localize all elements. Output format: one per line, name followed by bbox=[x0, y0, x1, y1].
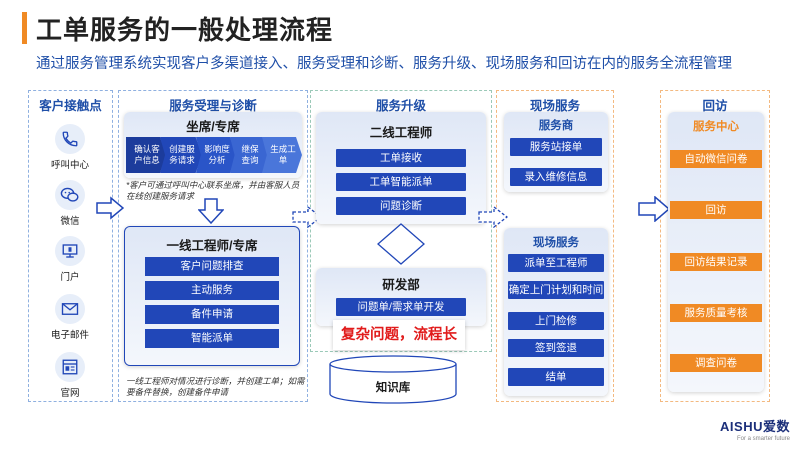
second-line-item: 工单智能派单 bbox=[336, 173, 466, 191]
title-accent-bar bbox=[22, 12, 27, 44]
step-chevron: 确认客户信息 bbox=[126, 137, 166, 173]
first-line-panel: 一线工程师/专席 客户问题排查 主动服务 备件申请 智能派单 bbox=[124, 226, 300, 366]
provider-panel: 服务商 服务站接单 录入维修信息 bbox=[504, 112, 608, 192]
field-service-item: 确定上门计划和时间 bbox=[508, 281, 604, 299]
service-center-title: 服务中心 bbox=[693, 121, 739, 133]
step-chevron: 影响度分析 bbox=[196, 137, 236, 173]
field-service-item: 派单至工程师 bbox=[508, 254, 604, 272]
warning-text: 复杂问题，流程长 bbox=[341, 327, 457, 343]
second-line-item: 问题诊断 bbox=[336, 197, 466, 215]
first-line-note: 一线工程师对情况进行诊断，并创建工单；如需要备件替换，创建备件申请 bbox=[126, 376, 305, 397]
contact-label: 呼叫中心 bbox=[50, 160, 89, 171]
provider-item: 服务站接单 bbox=[510, 138, 602, 156]
brand-logo: AISHU爱数 For a smarter future bbox=[700, 416, 790, 442]
onsite-heading: 现场服务 bbox=[529, 99, 580, 113]
seat-note: *客户可通过呼叫中心联系坐席，并由客服人员在线创建服务请求 bbox=[126, 180, 300, 201]
step-chevron: 继保查询 bbox=[230, 137, 268, 173]
rnd-title: 研发部 bbox=[382, 278, 420, 292]
seat-panel-title: 坐席/专席 bbox=[186, 120, 240, 134]
seat-panel: 坐席/专席 确认客户信息 创建服务请求 影响度分析 继保查询 生成工单 bbox=[124, 112, 302, 178]
brand-logo-text: AISHU爱数 bbox=[720, 419, 790, 434]
followup-item: 调查问卷 bbox=[670, 354, 762, 372]
dashed-arrow-right-icon bbox=[478, 206, 508, 228]
provider-item: 录入维修信息 bbox=[510, 168, 602, 186]
page-title: 工单服务的一般处理流程 bbox=[36, 15, 334, 45]
second-line-panel: 二线工程师 工单接收 工单智能派单 问题诊断 bbox=[316, 112, 486, 224]
rnd-item: 问题单/需求单开发 bbox=[336, 298, 466, 316]
contact-call-center: 呼叫中心 bbox=[40, 124, 100, 171]
warning-box: 复杂问题，流程长 bbox=[333, 320, 465, 350]
first-line-item: 智能派单 bbox=[145, 329, 279, 348]
field-service-panel: 现场服务 派单至工程师 确定上门计划和时间 上门检修 签到签退 结单 bbox=[504, 228, 608, 396]
acceptance-column-frame bbox=[118, 90, 308, 402]
contact-label: 电子邮件 bbox=[50, 330, 89, 341]
first-line-item: 主动服务 bbox=[145, 281, 279, 300]
rnd-panel: 研发部 问题单/需求单开发 bbox=[316, 268, 486, 326]
seat-steps: 确认客户信息 创建服务请求 影响度分析 继保查询 生成工单 bbox=[126, 137, 302, 173]
first-line-title: 一线工程师/专席 bbox=[166, 239, 258, 253]
website-icon bbox=[55, 352, 85, 382]
acceptance-heading: 服务受理与诊断 bbox=[169, 99, 257, 113]
field-service-title: 现场服务 bbox=[533, 237, 579, 249]
first-line-item: 备件申请 bbox=[145, 305, 279, 324]
followup-heading: 回访 bbox=[702, 99, 728, 113]
contact-label: 门户 bbox=[60, 272, 80, 283]
upgrade-heading: 服务升级 bbox=[375, 99, 426, 113]
portal-icon bbox=[55, 236, 85, 266]
phone-icon bbox=[55, 124, 85, 154]
customer-column-frame bbox=[28, 90, 113, 402]
decision-diamond bbox=[377, 223, 425, 265]
brand-tagline: For a smarter future bbox=[736, 436, 790, 442]
wechat-icon bbox=[55, 180, 85, 210]
followup-item: 回访 bbox=[670, 201, 762, 219]
first-line-item: 客户问题排查 bbox=[145, 257, 279, 276]
second-line-item: 工单接收 bbox=[336, 149, 466, 167]
contact-label: 微信 bbox=[60, 216, 80, 227]
step-chevron: 生成工单 bbox=[262, 137, 302, 173]
arrow-right-icon bbox=[96, 196, 124, 220]
field-service-item: 上门检修 bbox=[508, 312, 604, 330]
email-icon bbox=[55, 294, 85, 324]
service-center-panel: 服务中心 自动微信问卷 回访 回访结果记录 服务质量考核 调查问卷 bbox=[668, 112, 764, 392]
contact-portal: 门户 bbox=[40, 236, 100, 283]
page-subtitle: 通过服务管理系统实现客户多渠道接入、服务受理和诊断、服务升级、现场服务和回访在内… bbox=[36, 56, 732, 72]
followup-item: 自动微信问卷 bbox=[670, 150, 762, 168]
followup-item: 服务质量考核 bbox=[670, 304, 762, 322]
second-line-title: 二线工程师 bbox=[369, 126, 433, 140]
field-service-item: 签到签退 bbox=[508, 339, 604, 357]
field-service-item: 结单 bbox=[508, 368, 604, 386]
contact-label: 官网 bbox=[60, 388, 80, 399]
step-chevron: 创建服务请求 bbox=[160, 137, 202, 173]
contact-wechat: 微信 bbox=[40, 180, 100, 227]
customer-heading: 客户接触点 bbox=[39, 99, 102, 113]
contact-email: 电子邮件 bbox=[40, 294, 100, 341]
arrow-right-icon bbox=[638, 196, 670, 222]
knowledge-base-label: 知识库 bbox=[375, 382, 411, 394]
arrow-down-icon bbox=[198, 198, 224, 224]
provider-title: 服务商 bbox=[538, 120, 574, 132]
contact-website: 官网 bbox=[40, 352, 100, 399]
followup-column-frame bbox=[660, 90, 770, 402]
onsite-column-frame bbox=[496, 90, 614, 402]
database-icon bbox=[329, 355, 457, 404]
dashed-arrow-right-icon bbox=[292, 206, 322, 228]
followup-item: 回访结果记录 bbox=[670, 253, 762, 271]
